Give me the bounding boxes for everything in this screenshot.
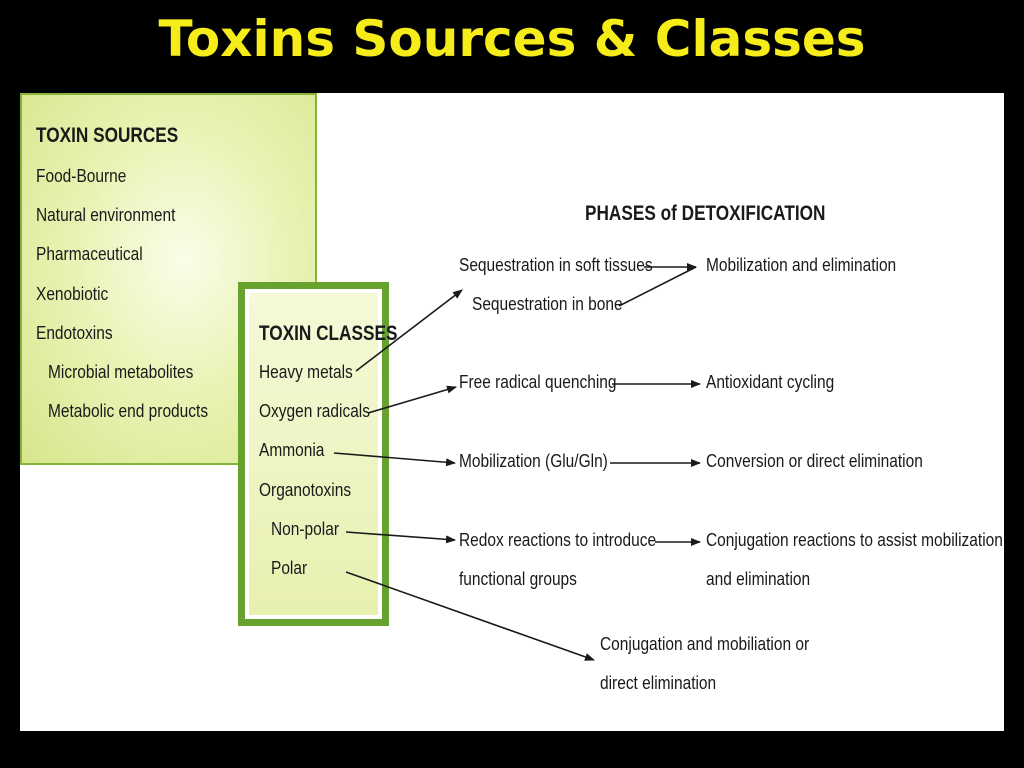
phase-conjugation-assist-line2: and elimination <box>706 569 811 589</box>
phase-conjugation-mob-line2: direct elimination <box>600 673 717 693</box>
source-endotoxins: Endotoxins <box>36 323 113 343</box>
phase-redox-line2: functional groups <box>459 569 577 589</box>
toxin-sources-box: TOXIN SOURCES Food-Bourne Natural enviro… <box>20 93 317 465</box>
source-natural-environment: Natural environment <box>36 205 176 225</box>
source-microbial-metabolites: Microbial metabolites <box>48 362 194 382</box>
toxin-classes-heading: TOXIN CLASSES <box>259 322 398 345</box>
phase-conjugation-assist-line1: Conjugation reactions to assist mobiliza… <box>706 530 1003 550</box>
phases-heading: PHASES of DETOXIFICATION <box>585 202 826 225</box>
phase-mobilization-glu-gln: Mobilization (Glu/Gln) <box>459 451 608 471</box>
source-pharmaceutical: Pharmaceutical <box>36 244 143 264</box>
toxin-sources-heading: TOXIN SOURCES <box>36 124 179 147</box>
phase-seq-bone: Sequestration in bone <box>472 294 623 314</box>
phase-antioxidant-cycling: Antioxidant cycling <box>706 372 835 392</box>
slide-title: Toxins Sources & Classes <box>158 10 866 68</box>
phase-mobilization-elimination: Mobilization and elimination <box>706 255 897 275</box>
phase-conversion-elimination: Conversion or direct elimination <box>706 451 923 471</box>
source-metabolic-end-products: Metabolic end products <box>48 401 209 421</box>
source-xenobiotic: Xenobiotic <box>36 284 109 304</box>
class-non-polar: Non-polar <box>271 519 339 539</box>
phase-conjugation-mob-line1: Conjugation and mobiliation or <box>600 634 810 654</box>
phase-free-radical-quenching: Free radical quenching <box>459 372 617 392</box>
source-food-bourne: Food-Bourne <box>36 166 127 186</box>
class-polar: Polar <box>271 558 308 578</box>
class-oxygen-radicals: Oxygen radicals <box>259 401 370 421</box>
diagram-panel: TOXIN SOURCES Food-Bourne Natural enviro… <box>20 93 1004 731</box>
phase-redox-line1: Redox reactions to introduce <box>459 530 657 550</box>
class-ammonia: Ammonia <box>259 440 325 460</box>
class-organotoxins: Organotoxins <box>259 480 352 500</box>
class-heavy-metals: Heavy metals <box>259 362 353 382</box>
phase-seq-soft-tissues: Sequestration in soft tissues <box>459 255 653 275</box>
